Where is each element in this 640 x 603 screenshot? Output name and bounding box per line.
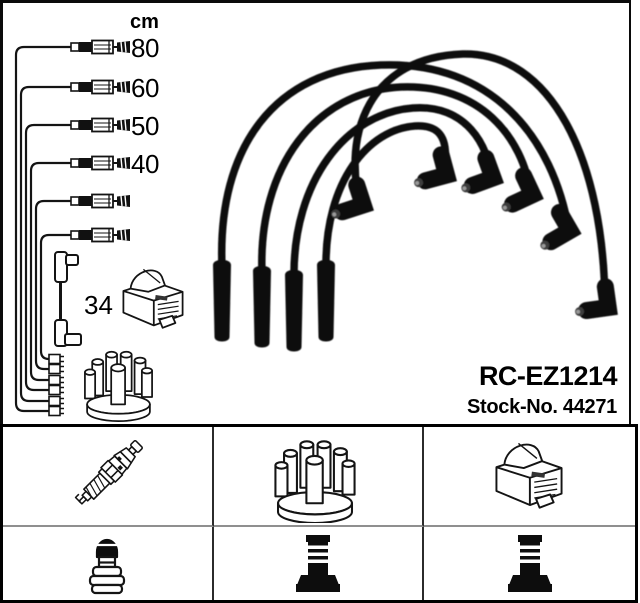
lead-length-label-40: 40 [131,149,159,179]
distributor-terminal-icon [295,534,340,592]
lead-set-line-drawing [14,39,184,422]
legend-cell-distributor-cap [213,427,425,527]
ignition-coil-icon [122,268,184,329]
lead-length-label-80: 80 [131,33,159,63]
diagram-panel: cm 80 60 50 40 34 RC-EZ1214 Stock-No. 44… [0,0,631,424]
coil-terminal-icon [507,534,552,592]
ignition-coil-icon [495,442,563,509]
stock-number: Stock-No. 44271 [466,396,617,418]
distributor-cap-icon [84,350,153,422]
legend-cell-plug-terminal [3,527,214,600]
distributor-cap-icon [274,440,356,523]
lead-end-connectors [70,39,131,243]
coil-wire-length-label: 34 [84,290,113,320]
cable-arcs [218,50,609,310]
coil-wire-drawing [54,251,82,347]
distributor-terminals [48,353,65,417]
ruler-unit-label: cm [130,11,159,33]
part-number: RC-EZ1214 [478,361,618,391]
product-codes: RC-EZ1214 Stock-No. 44271 [466,361,618,419]
legend-cell-spark-plug [3,427,214,527]
wire-bundle [14,45,71,413]
lead-length-label-60: 60 [131,73,159,103]
legend-cell-ignition-coil [424,427,635,527]
straight-boots [213,259,335,352]
plug-terminal-icon [89,538,126,594]
legend-cell-coil-terminal [424,527,635,600]
angled-boots [325,155,609,317]
cable-set-photo [213,50,633,352]
legend-table [0,424,638,603]
spark-plug-icon [72,436,148,511]
legend-cell-distributor-terminal [214,527,425,600]
lead-length-label-50: 50 [131,111,159,141]
